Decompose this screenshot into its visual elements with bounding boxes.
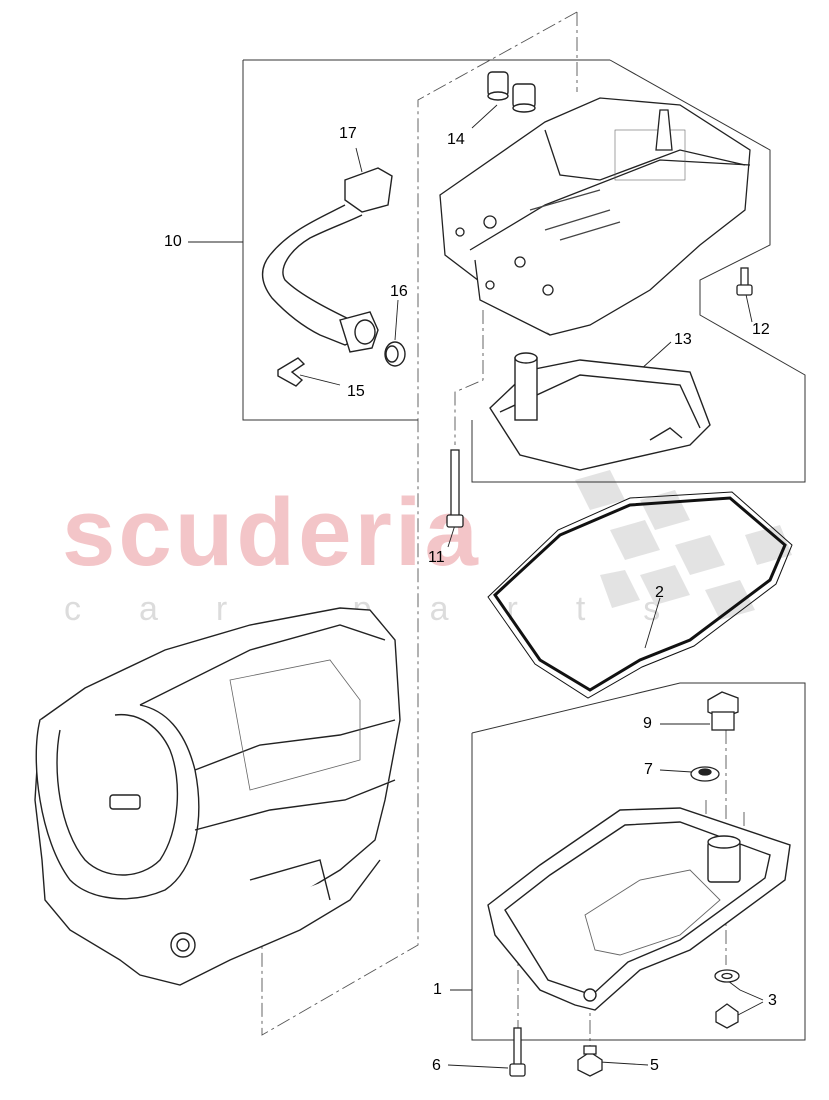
callout-1: 1 [433,981,442,998]
plug-5 [577,1045,603,1077]
callout-2: 2 [655,584,664,601]
callout-11: 11 [428,549,445,566]
group-frames [242,59,806,1041]
callout-9: 9 [643,715,652,732]
callout-17: 17 [339,125,357,142]
pan-gasket [487,491,793,699]
bolt-12 [736,267,753,296]
callout-14: 14 [447,131,465,148]
transmission-housing [34,607,401,986]
retaining-clip [277,357,306,387]
callout-10: 10 [164,233,182,250]
plug-9 [707,691,739,731]
callout-3: 3 [768,992,777,1009]
seal-ring [384,341,406,367]
callout-12: 12 [752,321,770,338]
callout-7: 7 [644,761,653,778]
bolt-11 [446,449,464,528]
valve-plugs [487,71,536,113]
callout-5: 5 [650,1057,659,1074]
seal-7 [690,766,720,782]
plug-3-and-washer [714,969,740,1029]
callout-15: 15 [347,383,365,400]
callout-6: 6 [432,1057,441,1074]
valve-body [439,97,751,336]
checkered-flag-logo [575,470,792,620]
bolt-6 [509,1027,526,1077]
callout-16: 16 [390,283,408,300]
watermark-brand: scuderia [62,479,481,586]
valve-bracket-tube [262,167,393,353]
oil-pan [487,807,791,1011]
oil-filter [489,352,711,471]
callout-13: 13 [674,331,692,348]
